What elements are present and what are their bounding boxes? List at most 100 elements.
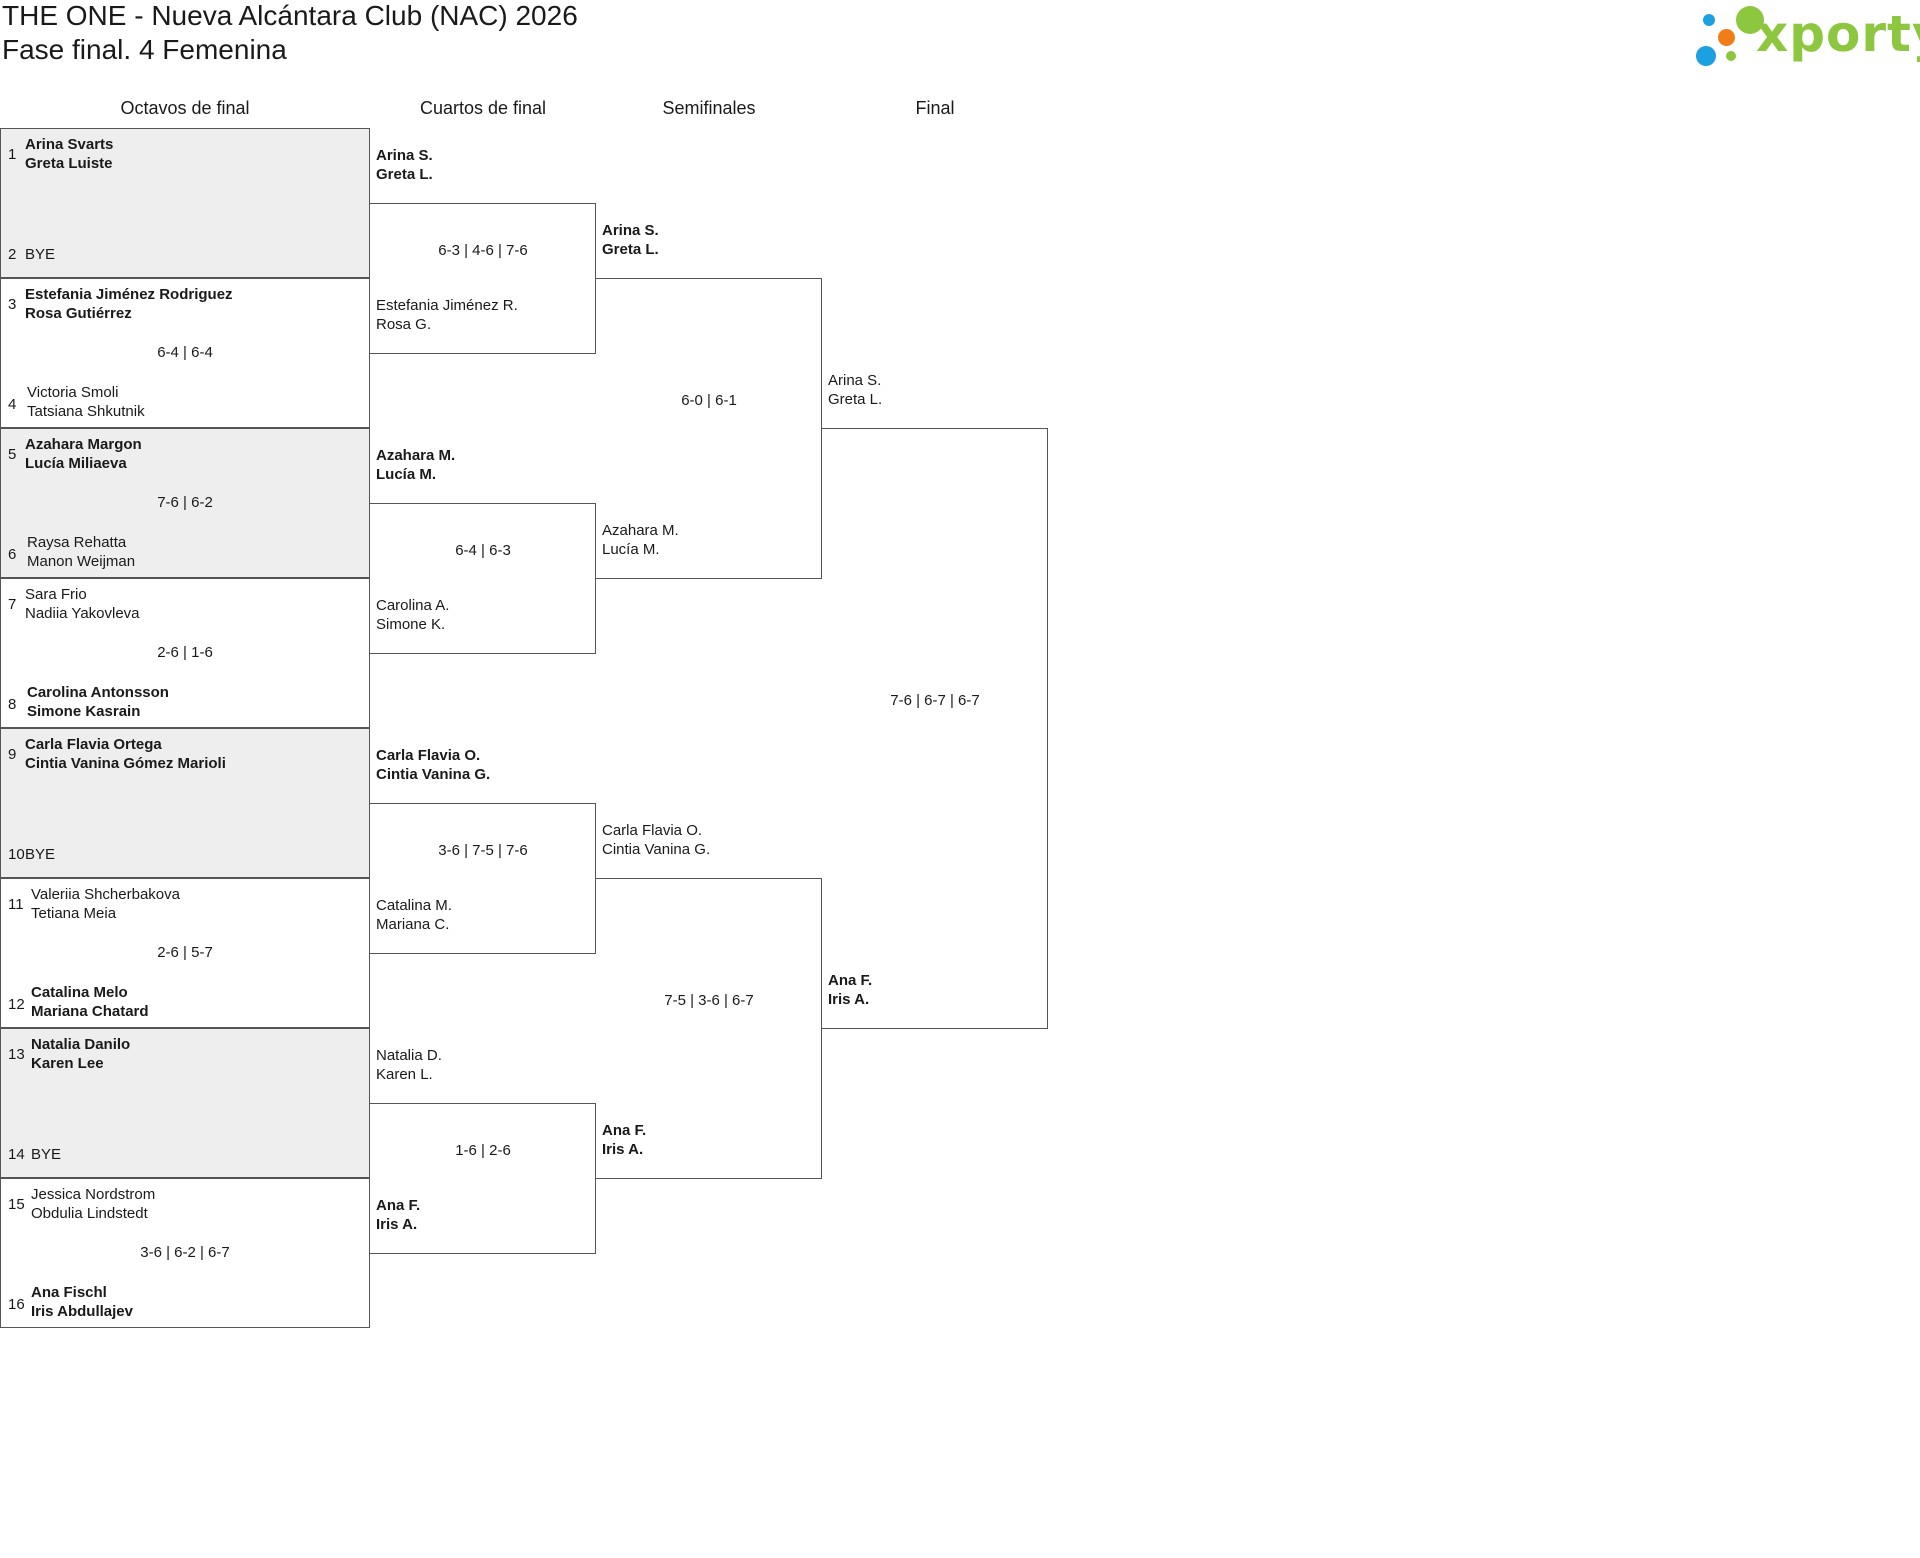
match-score: 7-6 | 6-2 xyxy=(157,494,213,511)
seed-number: 10 xyxy=(8,846,25,863)
logo-dot-icon xyxy=(1718,29,1735,46)
seed-number: 13 xyxy=(8,1046,25,1063)
player-name: Cintia Vanina Gómez Marioli xyxy=(25,755,226,772)
match-score: 2-6 | 5-7 xyxy=(157,944,213,961)
seed-number: 14 xyxy=(8,1146,25,1163)
match-score: 2-6 | 1-6 xyxy=(157,644,213,661)
bye-label: BYE xyxy=(31,1146,62,1163)
player-name[interactable]: Natalia D. xyxy=(376,1047,442,1064)
player-name[interactable]: Karen L. xyxy=(376,1066,433,1083)
player-name[interactable]: Carla Flavia O. xyxy=(376,747,481,764)
player-name: Rosa Gutiérrez xyxy=(25,305,132,322)
player-name[interactable]: Greta L. xyxy=(376,166,433,183)
player-name: Obdulia Lindstedt xyxy=(31,1205,148,1222)
seed-number: 4 xyxy=(8,396,17,413)
player-name: Tatsiana Shkutnik xyxy=(27,403,145,420)
player-name: Greta Luiste xyxy=(25,155,113,172)
player-name: Mariana Chatard xyxy=(31,1003,149,1020)
logo-dot-icon xyxy=(1703,14,1715,26)
seed-number: 3 xyxy=(8,296,17,313)
round-heading-sf: Semifinales xyxy=(662,98,756,118)
bye-label: BYE xyxy=(25,246,56,263)
player-name[interactable]: Ana F. xyxy=(828,972,873,989)
player-name[interactable]: Cintia Vanina G. xyxy=(376,766,491,783)
bracket-line-qf xyxy=(370,1103,596,1254)
player-name[interactable]: Greta L. xyxy=(602,241,659,258)
player-name[interactable]: Ana F. xyxy=(376,1197,421,1214)
player-name[interactable]: Ana F. xyxy=(602,1122,647,1139)
seed-number: 2 xyxy=(8,246,17,263)
match-score: 6-0 | 6-1 xyxy=(681,392,737,409)
match-score: 6-4 | 6-4 xyxy=(157,344,213,361)
logo-dot-icon xyxy=(1736,6,1764,34)
player-name[interactable]: Lucía M. xyxy=(602,541,660,558)
logo-dot-icon xyxy=(1726,51,1736,61)
player-name[interactable]: Mariana C. xyxy=(376,916,450,933)
player-name[interactable]: Lucía M. xyxy=(376,466,437,483)
logo-text: xporty xyxy=(1756,5,1920,63)
match-score: 7-5 | 3-6 | 6-7 xyxy=(664,992,754,1009)
player-name[interactable]: Cintia Vanina G. xyxy=(602,841,711,858)
seed-number: 12 xyxy=(8,996,25,1013)
player-name: Carla Flavia Ortega xyxy=(25,736,162,753)
player-name: Nadiia Yakovleva xyxy=(25,605,140,622)
player-name[interactable]: Azahara M. xyxy=(376,447,456,464)
player-name: Natalia Danilo xyxy=(31,1036,131,1053)
player-name[interactable]: Iris A. xyxy=(828,991,870,1008)
logo-dot-icon xyxy=(1696,46,1716,66)
player-name[interactable]: Catalina M. xyxy=(376,897,452,914)
seed-number: 11 xyxy=(8,896,24,913)
player-name: Catalina Melo xyxy=(31,984,128,1001)
seed-number: 15 xyxy=(8,1196,25,1213)
player-name[interactable]: Carla Flavia O. xyxy=(602,822,703,839)
player-name[interactable]: Rosa G. xyxy=(376,316,432,333)
match-score: 3-6 | 7-5 | 7-6 xyxy=(438,842,528,859)
seed-number: 7 xyxy=(8,596,17,613)
bracket-line-sf xyxy=(596,878,822,1179)
player-name[interactable]: Arina S. xyxy=(602,222,659,239)
match-score: 1-6 | 2-6 xyxy=(455,1142,511,1159)
player-name: Iris Abdullajev xyxy=(31,1303,133,1320)
player-name[interactable]: Estefania Jiménez R. xyxy=(376,297,518,314)
page-subtitle: Fase final. 4 Femenina xyxy=(2,34,287,65)
player-name: Ana Fischl xyxy=(31,1284,107,1301)
player-name[interactable]: Carolina A. xyxy=(376,597,450,614)
seed-number: 16 xyxy=(8,1296,25,1313)
match-score: 6-4 | 6-3 xyxy=(455,542,511,559)
player-name[interactable]: Simone K. xyxy=(376,616,446,633)
player-name: Manon Weijman xyxy=(27,553,136,570)
seed-number: 5 xyxy=(8,446,17,463)
player-name: Simone Kasrain xyxy=(27,703,141,720)
player-name: Raysa Rehatta xyxy=(27,534,127,551)
player-name: Valeriia Shcherbakova xyxy=(31,886,180,903)
player-name[interactable]: Iris A. xyxy=(602,1141,644,1158)
player-name: Azahara Margon xyxy=(25,436,142,453)
match-score: 6-3 | 4-6 | 7-6 xyxy=(438,242,528,259)
bracket-line-final xyxy=(822,428,1048,1029)
xporty-logo[interactable]: xporty xyxy=(1690,2,1920,72)
player-name: Estefania Jiménez Rodriguez xyxy=(25,286,233,303)
player-name: Karen Lee xyxy=(31,1055,104,1072)
seed-number: 9 xyxy=(8,746,17,763)
page-title: THE ONE - Nueva Alcántara Club (NAC) 202… xyxy=(2,0,578,31)
bracket-line-qf xyxy=(370,503,596,654)
player-name: Sara Frio xyxy=(25,586,87,603)
player-name[interactable]: Iris A. xyxy=(376,1216,418,1233)
player-name: Carolina Antonsson xyxy=(27,684,169,701)
player-name[interactable]: Azahara M. xyxy=(602,522,679,539)
bracket-line-qf xyxy=(370,803,596,954)
match-score: 7-6 | 6-7 | 6-7 xyxy=(890,692,980,709)
player-name: Tetiana Meia xyxy=(31,905,117,922)
bye-label: BYE xyxy=(25,846,56,863)
player-name[interactable]: Arina S. xyxy=(828,372,882,389)
player-name[interactable]: Greta L. xyxy=(828,391,883,408)
player-name[interactable]: Arina S. xyxy=(376,147,433,164)
